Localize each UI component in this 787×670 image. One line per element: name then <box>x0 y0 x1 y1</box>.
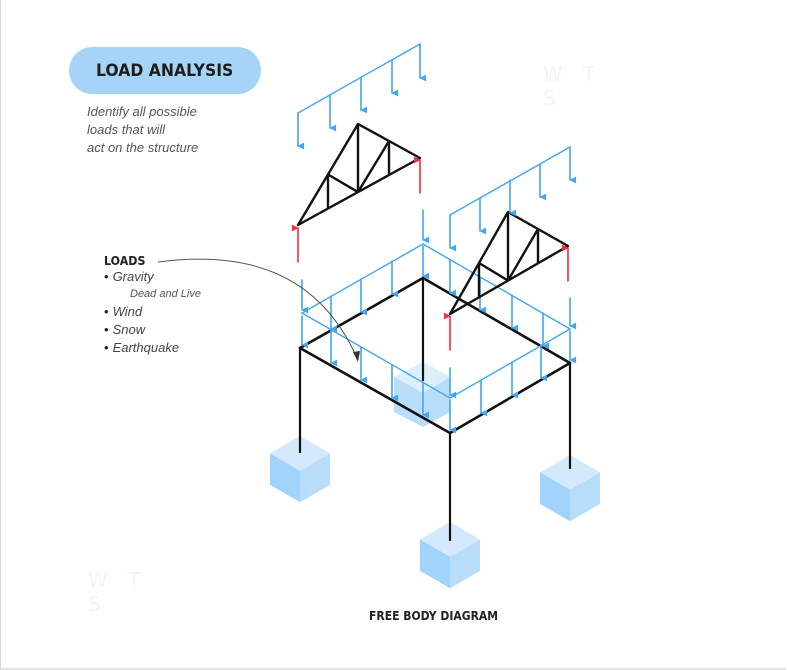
cube-right-face <box>300 453 330 503</box>
watermark-line: WT <box>543 62 615 86</box>
truss-web <box>356 140 391 193</box>
page-title: LOAD ANALYSIS <box>96 60 234 81</box>
leader-line <box>157 258 358 359</box>
truss-left-icon <box>296 122 422 227</box>
cube-left-face <box>420 539 450 589</box>
cube-top <box>270 436 330 471</box>
loads-heading: LOADS <box>104 254 146 268</box>
load-label: Snow <box>112 322 146 337</box>
load-line-back-left <box>301 243 424 314</box>
beam-front-right <box>448 361 572 435</box>
footing-left-icon <box>270 436 330 503</box>
load-item-snow: •Snow <box>104 321 201 339</box>
bullet-icon: • <box>104 269 109 284</box>
cube-left-face <box>540 472 570 522</box>
load-item-wind: •Wind <box>104 303 201 321</box>
truss-load-line-left <box>297 43 421 114</box>
load-label: Gravity <box>112 269 154 284</box>
watermark-bottom: WT S <box>88 568 160 616</box>
load-line-front-right <box>449 328 571 399</box>
subtitle-line: Identify all possible <box>87 104 197 119</box>
subtitle-line: act on the structure <box>87 140 199 155</box>
watermark-line: S <box>543 86 576 110</box>
truss-web <box>327 173 359 194</box>
footing-right-icon <box>540 455 600 522</box>
load-item-earthquake: •Earthquake <box>104 339 201 357</box>
beam-front-left <box>298 346 452 435</box>
subtitle: Identify all possible loads that will ac… <box>87 103 287 157</box>
cube-left-face <box>270 453 300 503</box>
loads-list: LOADS •Gravity Dead and Live •Wind •Snow… <box>104 254 201 357</box>
watermark-line: WT <box>88 568 160 592</box>
watermark-line: S <box>88 592 121 616</box>
cube-right-face <box>570 472 600 522</box>
load-label: Earthquake <box>112 340 180 355</box>
trusses <box>291 122 570 351</box>
subtitle-line: loads that will <box>87 122 166 137</box>
cube-top <box>540 455 600 490</box>
bullet-icon: • <box>104 340 109 355</box>
load-item-gravity: •Gravity <box>104 268 201 286</box>
diagram-caption: FREE BODY DIAGRAM <box>369 609 499 623</box>
truss-web <box>506 228 540 282</box>
roof-load-frame <box>301 209 577 434</box>
watermark-top: WT S <box>543 62 615 110</box>
title-badge: LOAD ANALYSIS <box>69 47 261 94</box>
footings <box>270 362 600 589</box>
truss-right-icon <box>448 210 570 316</box>
truss-loads <box>297 43 577 252</box>
load-sub-gravity: Dead and Live <box>130 288 201 300</box>
truss-web <box>478 261 509 282</box>
load-line-front-left <box>301 312 451 399</box>
leader-arrowhead-icon <box>353 351 360 362</box>
bullet-icon: • <box>104 322 109 337</box>
bullet-icon: • <box>104 304 109 319</box>
load-label: Wind <box>112 304 143 319</box>
beam-back-right <box>421 276 572 365</box>
cube-right-face <box>450 539 480 589</box>
